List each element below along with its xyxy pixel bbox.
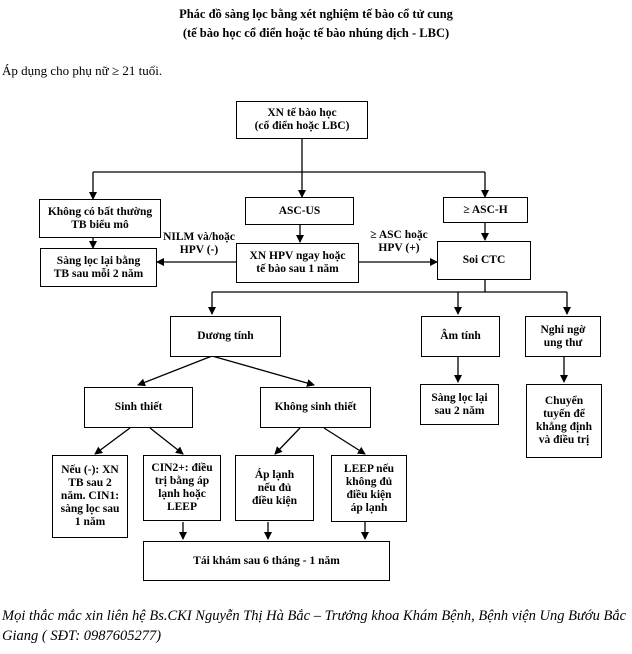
node-positive-label: Dương tính xyxy=(197,330,254,342)
node-no-biopsy-label: Không sinh thiết xyxy=(274,401,357,413)
node-no-abnormal-line1: Không có bất thường xyxy=(47,205,153,218)
node-cin2-line3: lạnh hoặc xyxy=(158,488,206,500)
node-cin2-line4: LEEP xyxy=(166,501,198,513)
edge-label-asc-hpv: ≥ ASC hoặc HPV (+) xyxy=(361,229,437,255)
node-cytology-test-line2: (cổ điển hoặc LBC) xyxy=(254,120,350,132)
node-referral-line3: khẳng định xyxy=(536,421,592,433)
edge-biopsy-to-neg xyxy=(94,427,131,455)
node-negative-biopsy-line5: 1 năm xyxy=(74,516,106,528)
node-followup-label: Tái khám sau 6 tháng - 1 năm xyxy=(193,554,340,567)
edge-positive-to-biopsy xyxy=(137,355,213,387)
node-no-abnormal-line2: TB biểu mô xyxy=(71,218,129,231)
node-leep: LEEP nếu không đủ điều kiện áp lạnh xyxy=(331,455,407,522)
node-negative-label: Âm tính xyxy=(440,330,481,342)
node-hpv-test-line2: tế bào sau 1 năm xyxy=(256,263,339,275)
edge-label-nilm: NILM và/hoặc HPV (-) xyxy=(156,231,242,257)
edge-positive-to-no-biopsy xyxy=(211,355,315,387)
diagram-title-line2: (tế bào học cổ điển hoặc tế bào nhúng dị… xyxy=(182,26,450,40)
edge-label-nilm-line1: NILM và/hoặc xyxy=(163,231,235,243)
node-cryo-line3: điều kiện xyxy=(251,494,298,507)
node-colposcopy: Soi CTC xyxy=(437,241,531,280)
node-hpv-test-line1: XN HPV ngay hoặc xyxy=(249,250,346,262)
edge-label-asc-hpv-line1: ≥ ASC hoặc xyxy=(370,229,428,241)
node-ascus: ASC-US xyxy=(245,197,354,225)
edge-label-nilm-line2: HPV (-) xyxy=(179,244,219,256)
node-negative-biopsy-line1: Nếu (-): XN xyxy=(61,464,119,476)
node-suspect-cancer-line2: ung thư xyxy=(543,336,583,349)
node-suspect-cancer-line1: Nghi ngờ xyxy=(540,323,586,336)
node-asch: ≥ ASC-H xyxy=(443,197,528,223)
node-colposcopy-label: Soi CTC xyxy=(462,254,506,266)
node-negative-biopsy-followup: Nếu (-): XN TB sau 2 năm. CIN1: sàng lọc… xyxy=(52,455,128,538)
node-rescreen-after-2y: Sàng lọc lại sau 2 năm xyxy=(420,384,499,425)
node-cin2-treatment: CIN2+: điều trị bằng áp lạnh hoặc LEEP xyxy=(143,455,221,521)
node-leep-line1: LEEP nếu xyxy=(343,462,395,475)
node-leep-line4: áp lạnh xyxy=(350,501,388,514)
node-hpv-test: XN HPV ngay hoặc tế bào sau 1 năm xyxy=(236,243,359,283)
contact-footer: Mọi thắc mắc xin liên hệ Bs.CKI Nguyễn T… xyxy=(2,608,627,644)
node-asch-label: ≥ ASC-H xyxy=(463,203,508,216)
node-positive: Dương tính xyxy=(170,316,281,357)
edge-no-biopsy-to-leep xyxy=(323,427,366,455)
node-cryotherapy: Áp lạnh nếu đủ điều kiện xyxy=(235,455,314,521)
node-rescreen-2y-line1: Sàng lọc lại bằng xyxy=(56,254,141,267)
node-cryo-line2: nếu đủ xyxy=(257,481,292,494)
node-suspect-cancer: Nghi ngờ ung thư xyxy=(525,316,601,357)
applies-note: Áp dụng cho phụ nữ ≥ 21 tuổi. xyxy=(2,63,163,78)
node-negative: Âm tính xyxy=(421,316,500,357)
node-referral-line1: Chuyển xyxy=(544,395,584,407)
node-no-abnormal: Không có bất thường TB biểu mô xyxy=(39,199,161,238)
node-leep-line2: không đủ xyxy=(345,475,393,488)
node-leep-line3: điều kiện xyxy=(346,488,392,501)
node-cytology-test-line1: XN tế bào học xyxy=(267,107,337,119)
node-referral: Chuyển tuyến để khẳng định và điều trị xyxy=(526,384,602,458)
node-rescreen-2y-line2: TB sau mỗi 2 năm xyxy=(53,267,144,280)
node-no-biopsy: Không sinh thiết xyxy=(260,387,371,428)
node-rescreen-2y: Sàng lọc lại bằng TB sau mỗi 2 năm xyxy=(40,248,157,287)
edge-biopsy-to-cin2 xyxy=(149,427,184,455)
node-referral-line2: tuyến để xyxy=(543,408,585,420)
node-cytology-test: XN tế bào học (cổ điển hoặc LBC) xyxy=(236,101,368,139)
node-cryo-line1: Áp lạnh xyxy=(254,468,295,481)
diagram-title-line1: Phác đồ sàng lọc bằng xét nghiệm tế bào … xyxy=(179,7,453,21)
node-negative-biopsy-line2: TB sau 2 xyxy=(68,477,112,489)
node-cin2-line2: trị bằng áp xyxy=(154,475,210,487)
edge-label-asc-hpv-line2: HPV (+) xyxy=(378,242,420,254)
node-ascus-label: ASC-US xyxy=(278,204,321,217)
node-followup: Tái khám sau 6 tháng - 1 năm xyxy=(143,541,390,581)
node-cin2-line1: CIN2+: điều xyxy=(151,462,213,474)
node-negative-biopsy-line3: năm. CIN1: xyxy=(60,490,120,502)
node-negative-biopsy-line4: sàng lọc sau xyxy=(60,503,120,515)
node-rescreen-after-2y-line2: sau 2 năm xyxy=(434,404,485,417)
node-rescreen-after-2y-line1: Sàng lọc lại xyxy=(431,391,488,404)
node-referral-line4: và điều trị xyxy=(538,434,590,446)
node-biopsy-label: Sinh thiết xyxy=(114,401,163,413)
edge-no-biopsy-to-cryo xyxy=(274,427,301,455)
node-biopsy: Sinh thiết xyxy=(84,387,193,428)
